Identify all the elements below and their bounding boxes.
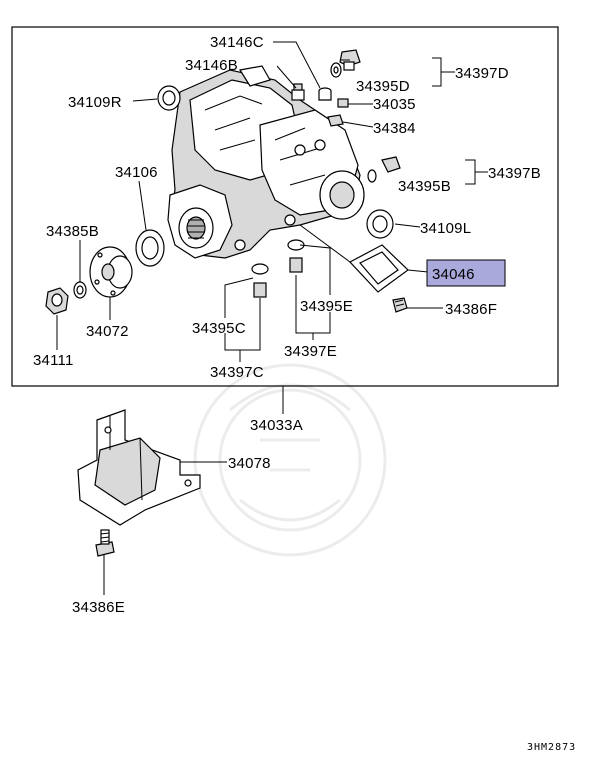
diagram-code: 3HM2873 [527, 742, 576, 753]
bracket-34078 [77, 409, 201, 526]
leader-lines [56, 41, 488, 595]
highlight-34046 [426, 259, 506, 287]
breather-cap-34146c [318, 87, 332, 101]
label-34072[interactable]: 34072 [86, 323, 129, 340]
label-34033a[interactable]: 34033A [250, 417, 303, 434]
plug-34397c [251, 263, 269, 298]
differential-carrier [167, 65, 365, 259]
plug-34397e [287, 239, 305, 273]
bolt-34384 [327, 114, 344, 127]
part-labels: 34146C 34146B 34109R 34395D 34397D 34035… [33, 34, 576, 753]
watermark-emblem [193, 363, 387, 557]
cover-gasket-34046 [349, 244, 409, 293]
label-34106[interactable]: 34106 [115, 164, 158, 181]
assembly-frame [11, 26, 559, 387]
label-34397c[interactable]: 34397C [210, 364, 264, 381]
oil-seal-34106 [135, 229, 165, 267]
label-34395d[interactable]: 34395D [356, 78, 410, 95]
plug-34397d [330, 49, 361, 78]
label-34146c[interactable]: 34146C [210, 34, 264, 51]
label-34046[interactable]: 34046 [432, 266, 475, 283]
label-34385b[interactable]: 34385B [46, 223, 99, 240]
fitting-34035 [337, 98, 349, 108]
label-34397e[interactable]: 34397E [284, 343, 337, 360]
washer-34385b [73, 281, 87, 299]
label-34397d[interactable]: 34397D [455, 65, 509, 82]
bolt-34386f [392, 297, 408, 313]
breather-34146b [291, 83, 305, 101]
companion-flange-34072 [89, 246, 133, 298]
oil-seal-34109r [157, 85, 181, 111]
label-34395e[interactable]: 34395E [300, 298, 353, 315]
label-34386e[interactable]: 34386E [72, 599, 125, 616]
label-34384[interactable]: 34384 [373, 120, 416, 137]
label-34386f[interactable]: 34386F [445, 301, 497, 318]
plug-34397b [367, 156, 401, 183]
label-34395c[interactable]: 34395C [192, 320, 246, 337]
label-34111[interactable]: 34111 [33, 352, 74, 369]
label-34078[interactable]: 34078 [228, 455, 271, 472]
oil-seal-34109l [366, 209, 394, 239]
label-34397b[interactable]: 34397B [488, 165, 541, 182]
label-34109r[interactable]: 34109R [68, 94, 122, 111]
label-34395b[interactable]: 34395B [398, 178, 451, 195]
label-34109l[interactable]: 34109L [420, 220, 471, 237]
bolt-34386e [95, 529, 115, 557]
nut-34111 [45, 287, 69, 315]
label-34035[interactable]: 34035 [373, 96, 416, 113]
label-34146b[interactable]: 34146B [185, 57, 238, 74]
